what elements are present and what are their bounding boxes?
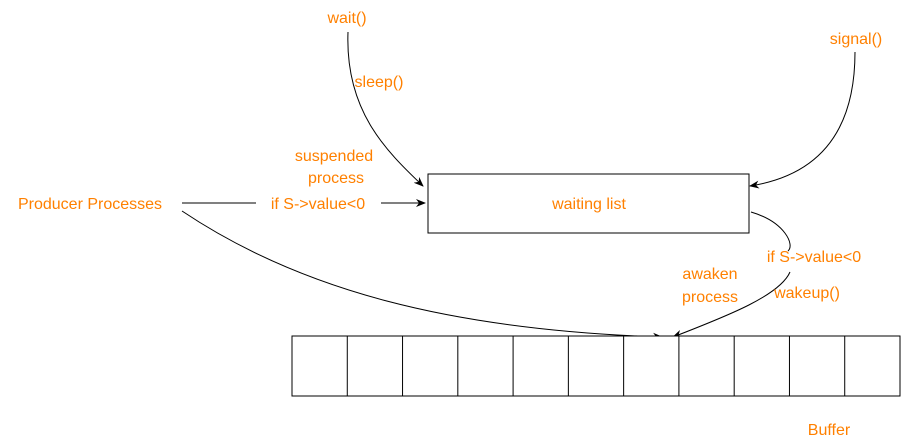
awaken-label-line2: process xyxy=(682,289,738,306)
condition-left-label: if S->value<0 xyxy=(271,196,365,213)
suspended-label-line2: process xyxy=(308,170,364,187)
waiting-list-exit-edge xyxy=(750,211,791,252)
producer-buffer-edge xyxy=(181,210,663,341)
wait-edge xyxy=(347,31,424,187)
producer-label: Producer Processes xyxy=(18,196,162,213)
buffer-outline xyxy=(291,335,901,397)
suspended-label-line1: suspended xyxy=(295,148,373,165)
waiting-list-box xyxy=(427,173,750,234)
sleep-label: sleep() xyxy=(355,74,404,91)
buffer xyxy=(291,335,901,397)
condition-right-label: if S->value<0 xyxy=(767,249,861,266)
wait-label: wait() xyxy=(326,10,366,27)
buffer-label: Buffer xyxy=(808,422,851,439)
signal-label: signal() xyxy=(830,31,882,48)
waiting-list-label: waiting list xyxy=(551,196,626,213)
wakeup-label: wakeup() xyxy=(773,285,840,302)
wakeup-edge xyxy=(672,271,791,338)
signal-edge xyxy=(749,51,856,189)
awaken-label-line1: awaken xyxy=(682,266,737,283)
